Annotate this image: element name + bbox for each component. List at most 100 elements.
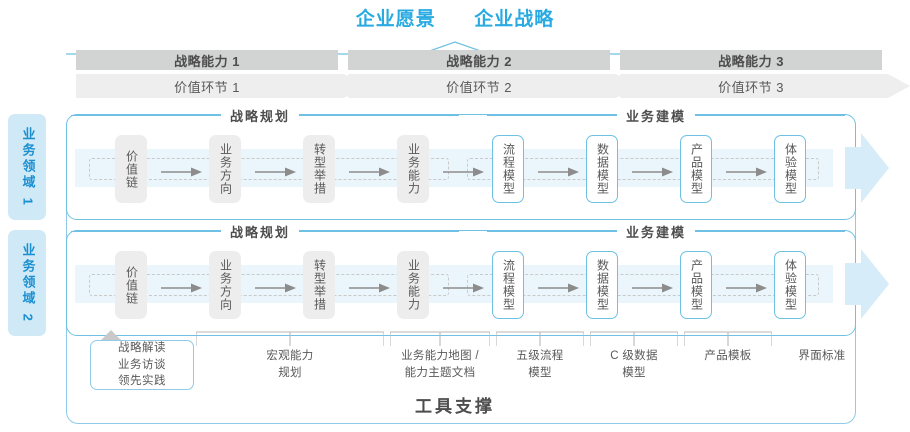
node-label: 体验模型 xyxy=(783,259,798,311)
value-chain-chevron-1 xyxy=(76,74,366,98)
node-label: 数据模型 xyxy=(595,259,610,311)
tool-label-line-1: 业务能力地图 / xyxy=(401,350,479,362)
node-process-model[interactable]: 流程模型 xyxy=(492,251,524,319)
value-chain-label-2: 价值环节 2 xyxy=(446,79,512,95)
flow-band-arrow-icon xyxy=(845,249,889,324)
arrow-icon xyxy=(632,164,674,177)
tool-label-line-2: 模型 xyxy=(528,366,552,379)
tool-label-line-2: 能力主题文档 xyxy=(404,366,476,379)
node-value-chain[interactable]: 价值链 xyxy=(115,251,147,319)
node-data-model[interactable]: 数据模型 xyxy=(586,251,618,319)
tool-label-c-level-data: C 级数据 模型 xyxy=(574,348,694,381)
modeling-group-outline xyxy=(467,274,819,296)
arrow-icon xyxy=(538,164,580,177)
sidebar-item-domain-2[interactable]: 业务领域 2 xyxy=(8,230,46,336)
node-label: 流程模型 xyxy=(501,259,516,311)
section-legend-planning: 战略规划 xyxy=(71,105,485,125)
node-experience-model[interactable]: 体验模型 xyxy=(774,251,806,319)
tool-label-line-1: 产品模板 xyxy=(704,350,752,362)
tool-label-capability-map: 业务能力地图 / 能力主题文档 xyxy=(352,348,528,381)
node-process-model[interactable]: 流程模型 xyxy=(492,135,524,203)
node-label: 体验模型 xyxy=(783,143,798,195)
capability-bar-1: 战略能力 1 xyxy=(76,50,338,70)
node-product-model[interactable]: 产品模型 xyxy=(680,251,712,319)
value-chain-chevron-2 xyxy=(348,74,638,98)
node-product-model[interactable]: 产品模型 xyxy=(680,135,712,203)
strategy-label: 企业战略 xyxy=(474,9,555,30)
node-data-model[interactable]: 数据模型 xyxy=(586,135,618,203)
flow-band-arrow-icon xyxy=(845,133,889,208)
tool-label-macro-capability: 宏观能力 规划 xyxy=(215,348,365,381)
section-legend-planning: 战略规划 xyxy=(71,221,485,241)
node-label: 流程模型 xyxy=(501,143,516,195)
node-label: 转型举措 xyxy=(312,259,327,311)
node-business-direction[interactable]: 业务方向 xyxy=(209,135,241,203)
arrow-icon xyxy=(255,164,297,177)
node-label: 产品模型 xyxy=(689,259,704,311)
tool-label-line-2: 模型 xyxy=(622,366,646,379)
domain-row-1: 战略规划 业务建模 价值链 业务方向 转型举措 业务能力 流程模型 xyxy=(66,105,889,220)
node-label: 业务方向 xyxy=(218,259,233,311)
tool-label-ui-standard: 界面标准 xyxy=(762,348,882,365)
arrow-icon xyxy=(726,280,768,293)
capability-label: 战略能力 1 xyxy=(174,53,240,69)
tool-label-line-1: 界面标准 xyxy=(798,350,846,362)
arrow-icon xyxy=(443,280,485,293)
node-label: 转型举措 xyxy=(312,143,327,195)
section-legend-modeling: 业务建模 xyxy=(487,105,853,125)
node-value-chain[interactable]: 价值链 xyxy=(115,135,147,203)
tool-label-line-1: 宏观能力 xyxy=(266,350,314,362)
domain-row-2: 战略规划 业务建模 价值链 业务方向 转型举措 业务能力 流程模型 数据 xyxy=(66,221,889,336)
domain-label: 业务领域 1 xyxy=(20,126,36,208)
vision-label: 企业愿景 xyxy=(355,9,436,30)
domain-label: 业务领域 2 xyxy=(20,242,36,324)
arrow-icon xyxy=(349,164,391,177)
arrow-icon xyxy=(161,280,203,293)
tool-input-line-3: 领先实践 xyxy=(118,375,166,388)
value-chain-chevron-3 xyxy=(620,74,910,98)
tool-label-line-2: 规划 xyxy=(278,366,302,379)
capability-bar-3: 战略能力 3 xyxy=(620,50,882,70)
capability-label: 战略能力 2 xyxy=(446,53,512,69)
tool-label-product-template: 产品模板 xyxy=(668,348,788,365)
node-label: 价值链 xyxy=(124,265,139,305)
section-title-planning: 战略规划 xyxy=(221,105,300,125)
arrow-icon xyxy=(726,164,768,177)
sidebar-item-domain-1[interactable]: 业务领域 1 xyxy=(8,114,46,220)
arrow-icon xyxy=(632,280,674,293)
node-experience-model[interactable]: 体验模型 xyxy=(774,135,806,203)
tool-input-box[interactable]: 战略解读 业务访谈 领先实践 xyxy=(90,340,194,390)
tool-label-five-level-process: 五级流程 模型 xyxy=(480,348,600,381)
node-business-direction[interactable]: 业务方向 xyxy=(209,251,241,319)
node-transformation-measures[interactable]: 转型举措 xyxy=(303,135,335,203)
node-label: 价值链 xyxy=(124,149,139,189)
arrow-icon xyxy=(443,164,485,177)
planning-group-outline xyxy=(89,158,449,180)
section-legend-modeling: 业务建模 xyxy=(487,221,853,241)
node-business-capability[interactable]: 业务能力 xyxy=(397,135,429,203)
arrow-icon xyxy=(161,164,203,177)
section-title-modeling: 业务建模 xyxy=(617,221,696,241)
value-chain-label-1: 价值环节 1 xyxy=(174,79,240,95)
page-title: 企业愿景 企业战略 xyxy=(0,4,910,31)
node-transformation-measures[interactable]: 转型举措 xyxy=(303,251,335,319)
arrow-icon xyxy=(349,280,391,293)
tool-input-line-2: 业务访谈 xyxy=(118,358,166,371)
tool-input-line-1: 战略解读 xyxy=(118,342,166,354)
node-label: 业务方向 xyxy=(218,143,233,195)
node-label: 业务能力 xyxy=(406,143,421,195)
node-label: 产品模型 xyxy=(689,143,704,195)
section-title-modeling: 业务建模 xyxy=(617,105,696,125)
arrow-icon xyxy=(538,280,580,293)
modeling-group-outline xyxy=(467,158,819,180)
section-title-planning: 战略规划 xyxy=(221,221,300,241)
tool-label-line-1: C 级数据 xyxy=(610,350,658,362)
capability-bar-2: 战略能力 2 xyxy=(348,50,610,70)
capability-label: 战略能力 3 xyxy=(718,53,784,69)
planning-group-outline xyxy=(89,274,449,296)
arrow-icon xyxy=(255,280,297,293)
node-label: 业务能力 xyxy=(406,259,421,311)
node-label: 数据模型 xyxy=(595,143,610,195)
value-chain-label-3: 价值环节 3 xyxy=(718,79,784,95)
node-business-capability[interactable]: 业务能力 xyxy=(397,251,429,319)
